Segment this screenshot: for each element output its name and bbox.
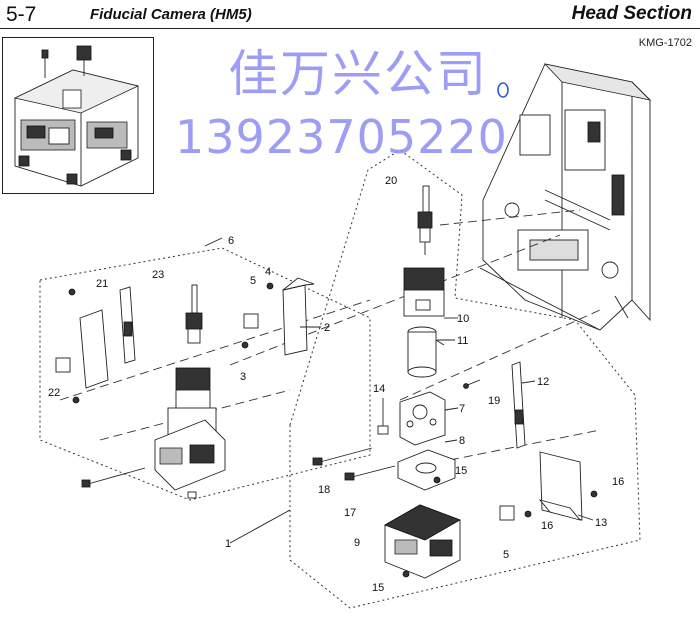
label-part-22: 22 (48, 387, 60, 399)
part-12-long-bracket (511, 361, 526, 449)
section-number: 5-7 (6, 3, 37, 26)
part-17-screw (344, 465, 396, 481)
label-part-4: 4 (265, 266, 271, 278)
part-23-cable (185, 284, 203, 344)
label-part-6: 6 (228, 235, 234, 247)
part-22-plate (55, 288, 109, 404)
part-18-screw (312, 447, 373, 466)
machine-overview-inset (2, 37, 154, 194)
header-rule (0, 28, 700, 29)
label-part-20: 20 (385, 175, 397, 187)
part-4-screw (266, 282, 274, 290)
drawing-code: KMG-1702 (638, 37, 692, 49)
label-part-23: 23 (152, 269, 164, 281)
label-part-12: 12 (537, 376, 549, 388)
part-7-bracket-block (399, 391, 446, 446)
part-6-camera-assembly (154, 367, 226, 499)
part-10-camera (403, 267, 445, 317)
label-part-8: 8 (459, 435, 465, 447)
part-14-screw (377, 398, 389, 435)
part-11-lens-tube (407, 326, 445, 378)
part-2-bracket (282, 277, 315, 356)
part-15-screw-upper (433, 476, 441, 484)
group-6-boundary (39, 247, 371, 501)
label-part-19: 19 (488, 395, 500, 407)
part-21-bracket (119, 286, 136, 364)
part-19-screw (463, 379, 481, 389)
label-part-11: 11 (457, 335, 468, 347)
label-part-5-lower: 5 (503, 549, 509, 561)
part-5-pad-lower (499, 505, 515, 521)
part-16-screw-lower (524, 510, 532, 518)
part-6-long-screw (81, 467, 146, 488)
part-20-cable (417, 185, 433, 255)
label-part-14: 14 (373, 383, 385, 395)
machine-overview-illustration (13, 45, 140, 187)
label-part-16-right: 16 (612, 476, 624, 488)
label-part-7: 7 (459, 403, 465, 415)
part-16-screw-right (590, 490, 598, 498)
label-part-21: 21 (96, 278, 108, 290)
label-part-18: 18 (318, 484, 330, 496)
label-part-15-upper: 15 (455, 465, 467, 477)
part-5-pad-upper (243, 313, 259, 329)
label-part-13: 13 (595, 517, 607, 529)
part-13-mounting-bracket (538, 451, 583, 521)
label-part-17: 17 (344, 507, 356, 519)
watermark-phone: 13923705220 (175, 110, 508, 164)
section-title: Fiducial Camera (HM5) (90, 6, 252, 23)
label-part-9: 9 (354, 537, 360, 549)
label-part-10: 10 (457, 313, 469, 325)
part-9-camera-unit (384, 504, 461, 579)
part-8-flange-plate (397, 449, 456, 491)
label-part-2: 2 (324, 322, 330, 334)
page-header: 5-7 Fiducial Camera (HM5) Head Section (0, 0, 700, 30)
label-part-1: 1 (225, 538, 231, 550)
label-part-16-lower: 16 (541, 520, 553, 532)
label-part-5-upper: 5 (250, 275, 256, 287)
label-part-3: 3 (240, 371, 246, 383)
section-group: Head Section (571, 3, 692, 24)
watermark-company: 佳万兴公司 (228, 45, 488, 103)
label-part-15-lower: 15 (372, 582, 384, 594)
part-3-screw (241, 341, 249, 349)
head-frame-assembly (479, 63, 652, 331)
